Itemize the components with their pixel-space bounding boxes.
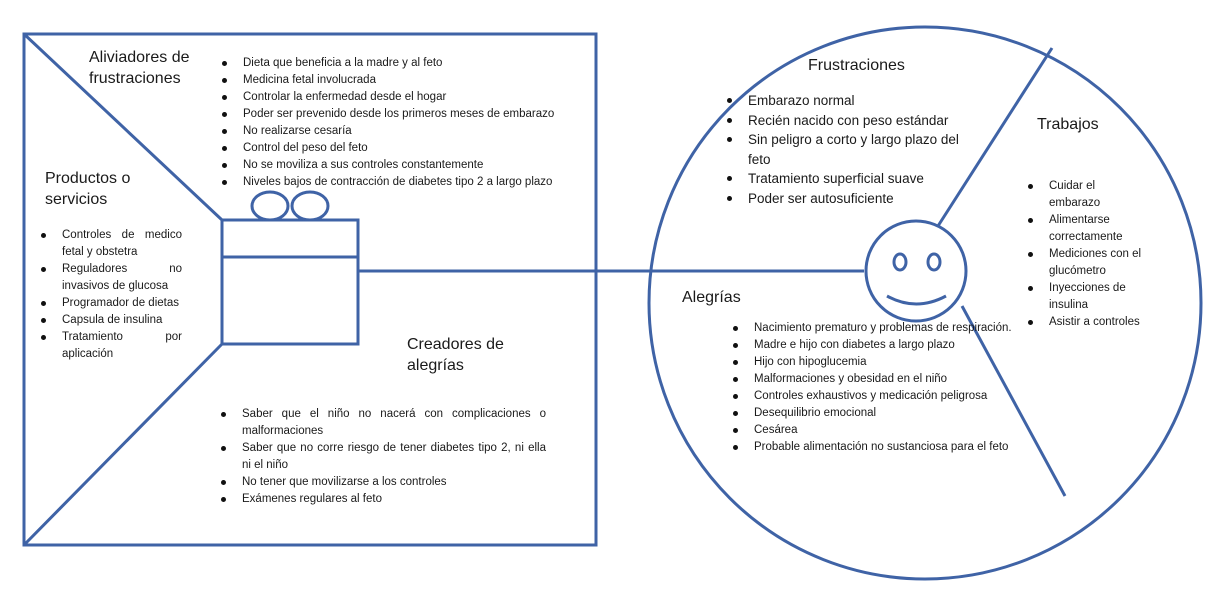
gain-item: Probable alimentación no sustanciosa par… bbox=[728, 439, 1020, 456]
job-item: Asistir a controles bbox=[1023, 314, 1143, 331]
pain-item: Embarazo normal bbox=[722, 91, 962, 111]
gain-creator-item: Exámenes regulares al feto bbox=[216, 491, 546, 508]
product-item: Capsula de insulina bbox=[36, 312, 182, 329]
diagonal-bottom-left bbox=[22, 342, 224, 547]
pain-reliever-item: Poder ser prevenido desde los primeros m… bbox=[217, 106, 587, 123]
divider-jobs-top bbox=[936, 47, 1054, 227]
jobs-title: Trabajos bbox=[1037, 116, 1099, 133]
gains-title: Alegrías bbox=[682, 289, 741, 306]
pain-reliever-item: Medicina fetal involucrada bbox=[217, 72, 587, 89]
product-item: Reguladores no invasivos de glucosa bbox=[36, 261, 182, 295]
customer-profile-circle bbox=[647, 25, 1203, 581]
gain-creator-item: Saber que el niño no nacerá con complica… bbox=[216, 406, 546, 440]
smiley-left-eye bbox=[892, 252, 908, 272]
gain-creator-item: No tener que movilizarse a los controles bbox=[216, 474, 546, 491]
pain-item: Poder ser autosuficiente bbox=[722, 189, 962, 209]
gain-item: Malformaciones y obesidad en el niño bbox=[728, 371, 1020, 388]
gain-creators-title: Creadores de alegrías bbox=[407, 336, 504, 374]
pain-reliever-item: Controlar la enfermedad desde el hogar bbox=[217, 89, 587, 106]
smiley-mouth bbox=[886, 294, 947, 306]
gain-creator-item: Saber que no corre riesgo de tener diabe… bbox=[216, 440, 546, 474]
job-item: Inyecciones de insulina bbox=[1023, 280, 1143, 314]
smiley-right-eye bbox=[926, 252, 942, 272]
gain-creators-list: Saber que el niño no nacerá con complica… bbox=[216, 406, 546, 508]
pain-relievers-title: Aliviadores de frustraciones bbox=[89, 49, 190, 87]
pain-reliever-item: No se moviliza a sus controles constante… bbox=[217, 157, 587, 174]
pain-reliever-item: Dieta que beneficia a la madre y al feto bbox=[217, 55, 587, 72]
gain-item: Cesárea bbox=[728, 422, 1020, 439]
pain-reliever-item: No realizarse cesaría bbox=[217, 123, 587, 140]
pain-relievers-list: Dieta que beneficia a la madre y al feto… bbox=[217, 55, 587, 191]
pain-item: Tratamiento superficial suave bbox=[722, 169, 962, 189]
product-item: Tratamiento por aplicación bbox=[36, 329, 182, 363]
job-item: Alimentarse correctamente bbox=[1023, 212, 1143, 246]
product-item: Programador de dietas bbox=[36, 295, 182, 312]
gain-item: Hijo con hipoglucemia bbox=[728, 354, 1020, 371]
product-item: Controles de medico fetal y obstetra bbox=[36, 227, 182, 261]
pain-item: Sin peligro a corto y largo plazo del fe… bbox=[722, 130, 962, 169]
gift-bow-left-loop bbox=[250, 190, 290, 222]
gains-list: Nacimiento prematuro y problemas de resp… bbox=[728, 320, 1020, 456]
smiley-face-icon bbox=[864, 219, 968, 323]
pain-item: Recién nacido con peso estándar bbox=[722, 111, 962, 131]
gift-bow-right-loop bbox=[290, 190, 330, 222]
gain-item: Nacimiento prematuro y problemas de resp… bbox=[728, 320, 1020, 337]
gain-item: Madre e hijo con diabetes a largo plazo bbox=[728, 337, 1020, 354]
gift-box-icon bbox=[220, 218, 360, 346]
diagonal-top-left bbox=[22, 32, 224, 222]
gain-item: Desequilibrio emocional bbox=[728, 405, 1020, 422]
pain-reliever-item: Control del peso del feto bbox=[217, 140, 587, 157]
divider-jobs-bottom bbox=[960, 305, 1067, 497]
pains-title: Frustraciones bbox=[808, 57, 905, 74]
value-map-square bbox=[22, 32, 598, 547]
job-item: Cuidar el embarazo bbox=[1023, 178, 1143, 212]
job-item: Mediciones con el glucómetro bbox=[1023, 246, 1143, 280]
products-title: Productos o servicios bbox=[45, 170, 131, 208]
pain-reliever-item: Niveles bajos de contracción de diabetes… bbox=[217, 174, 587, 191]
gain-item: Controles exhaustivos y medicación pelig… bbox=[728, 388, 1020, 405]
